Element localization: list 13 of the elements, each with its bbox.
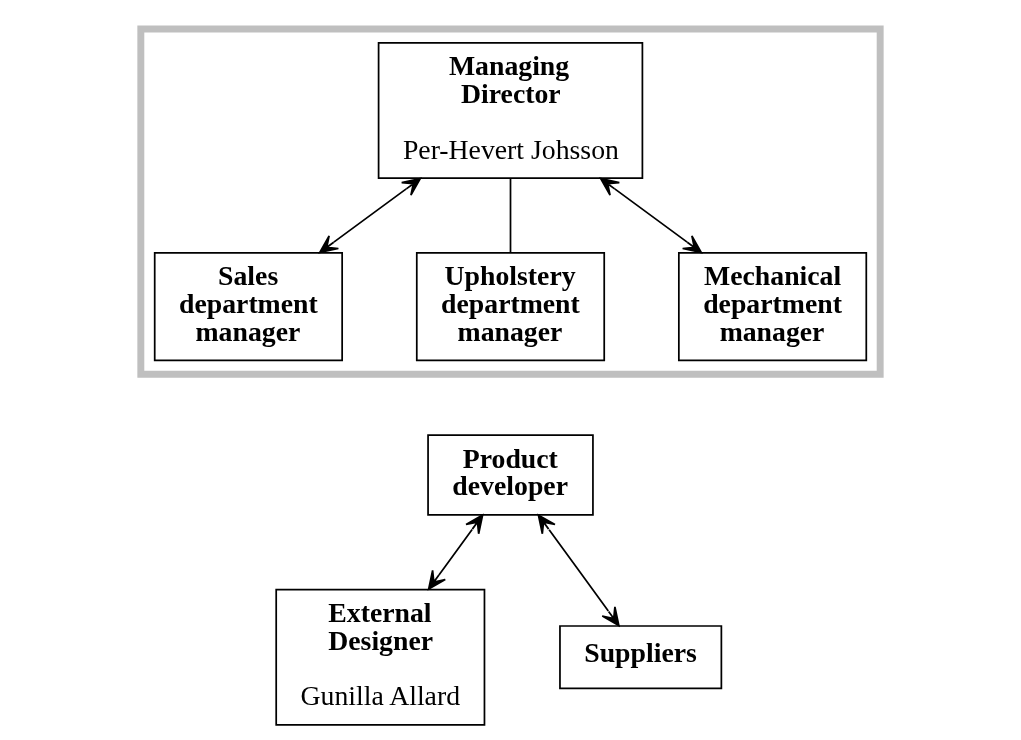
cluster: [137, 25, 884, 378]
node-box: Managing Director Per-Hevert Johsson: [377, 42, 644, 180]
arrow: [537, 514, 620, 627]
node-box: Product developer: [427, 434, 594, 516]
node-box: Upholstery department manager: [415, 252, 606, 362]
node-box: Suppliers: [559, 625, 723, 690]
node-box: Mechanical department manager: [678, 252, 868, 362]
node-box: Sales department manager: [153, 252, 343, 362]
arrow: [318, 177, 422, 254]
node-box: External Designer Gunilla Allard: [275, 588, 486, 726]
arrow: [427, 514, 484, 590]
arrow: [599, 177, 703, 254]
connector: [509, 177, 512, 254]
